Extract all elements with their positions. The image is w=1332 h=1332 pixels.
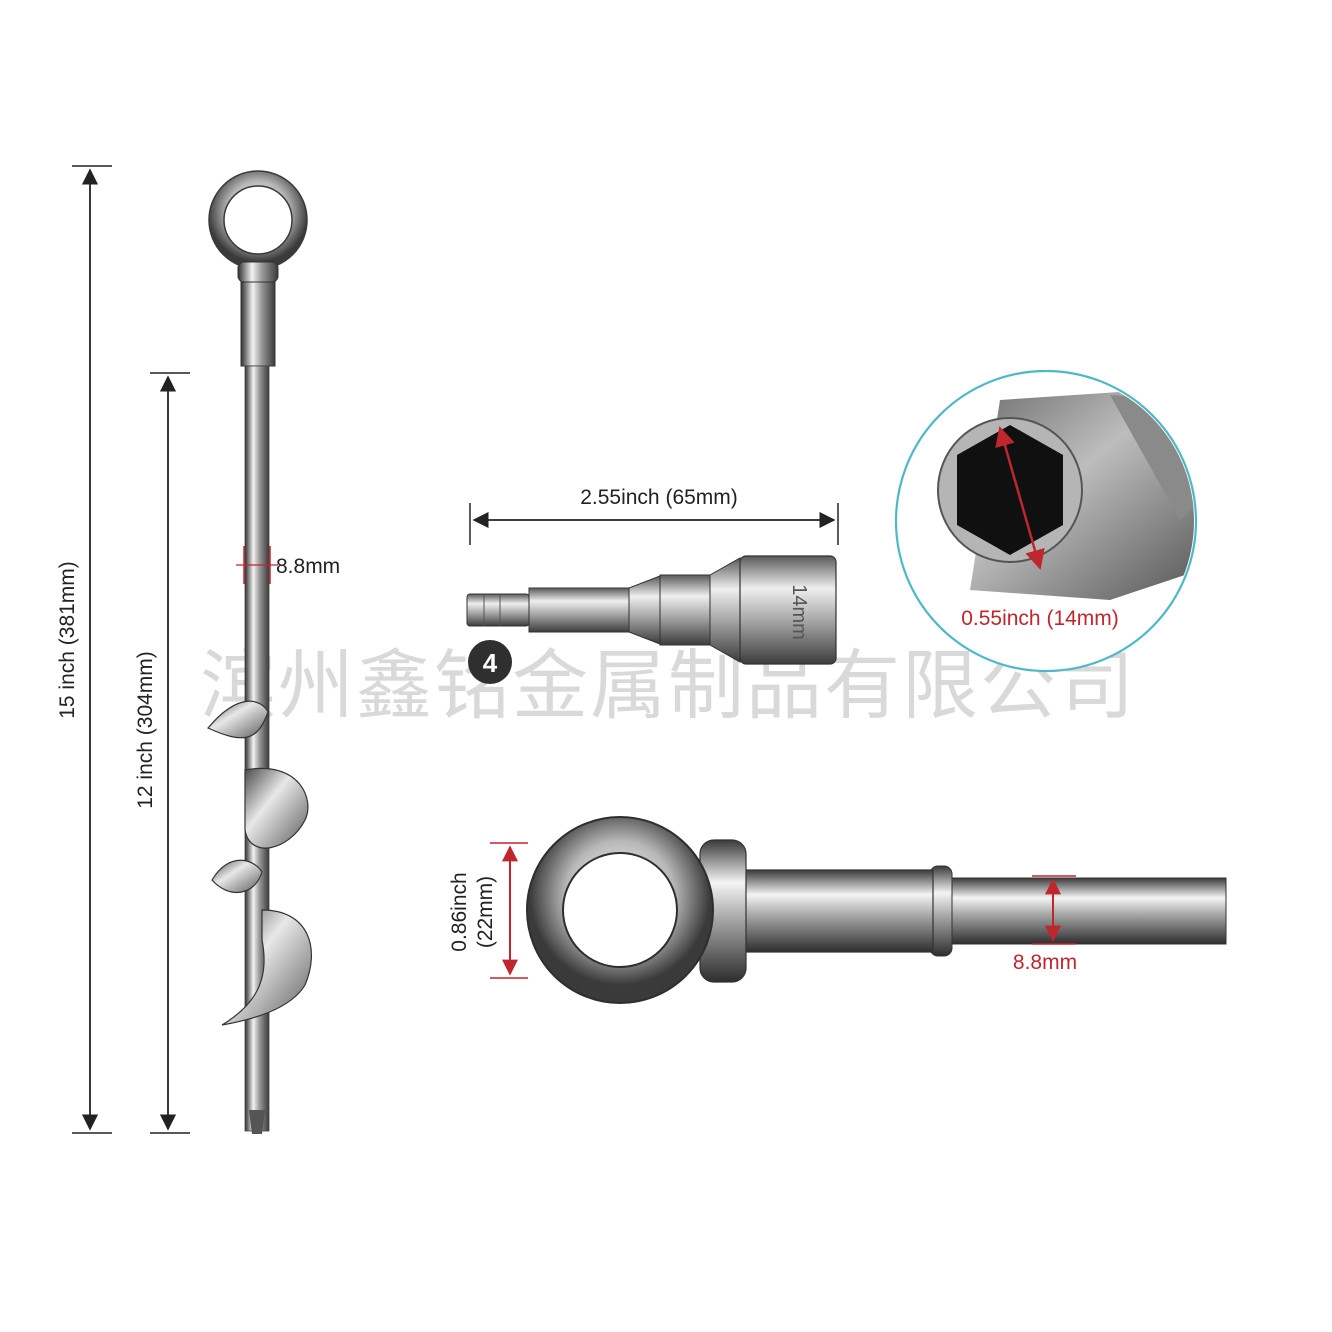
spiral-length-dimension: 12 inch (304mm) — [134, 372, 190, 1134]
socket-length-label: 2.55inch (65mm) — [580, 486, 738, 509]
eye-head-closeup — [526, 816, 1227, 1004]
spiral-blade — [207, 700, 312, 1026]
total-length-dimension: 15 inch (381mm) — [56, 165, 112, 1134]
auger-full-view — [207, 170, 312, 1134]
badge-4: 4 — [468, 640, 512, 684]
spiral-length-label: 12 inch (304mm) — [134, 651, 157, 809]
socket-length-dimension: 2.55inch (65mm) — [469, 486, 839, 545]
total-length-label: 15 inch (381mm) — [56, 561, 79, 719]
hex-size-label: 0.55inch (14mm) — [961, 607, 1119, 630]
socket-engraving: 14mm — [788, 584, 810, 640]
eye-diameter-dimension: 0.86inch (22mm) — [448, 842, 528, 979]
shaft-diameter-bottom-label: 8.8mm — [1013, 951, 1077, 974]
shaft-diameter-bottom-dimension: 8.8mm — [1013, 875, 1077, 974]
badge-number: 4 — [483, 648, 498, 678]
eye-ring — [208, 170, 308, 270]
watermark-text: 滨州鑫铭金属制品有限公司 — [200, 644, 1136, 729]
eye-ring-closeup — [527, 817, 713, 1003]
hex-nut-closeup — [737, 869, 934, 953]
eye-diameter-label-2: (22mm) — [474, 876, 497, 948]
hex-socket-detail: 0.55inch (14mm) — [894, 369, 1198, 673]
eye-diameter-label-1: 0.86inch — [448, 872, 471, 951]
hex-size-arrow — [995, 426, 1045, 570]
shaft-diameter-top-label: 8.8mm — [276, 555, 340, 578]
socket-adapter: 14mm — [466, 555, 837, 665]
shaft-diameter-top-dimension: 8.8mm — [236, 546, 340, 584]
hex-nut — [240, 281, 276, 367]
